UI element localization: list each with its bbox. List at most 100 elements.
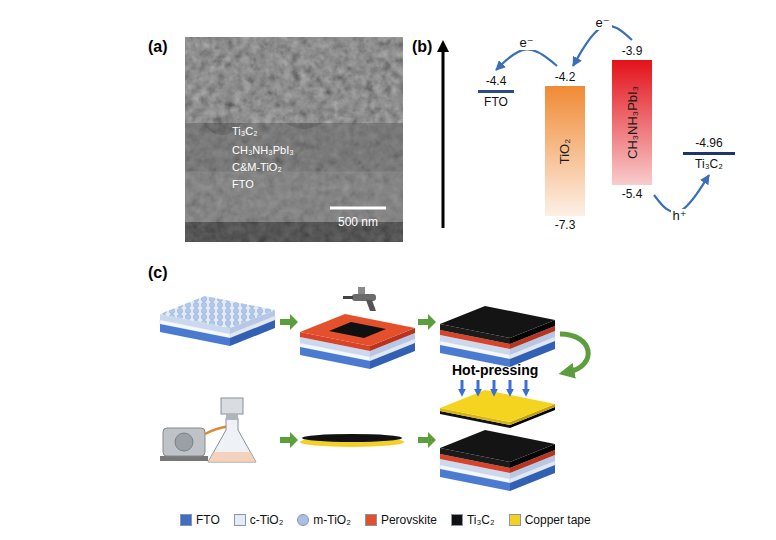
legend-item: c-TiO₂ (234, 513, 284, 527)
layer-label: Ti₃C₂ (232, 125, 257, 138)
filter-flask (208, 418, 256, 462)
gun-handle (366, 300, 376, 311)
perovskite-top (300, 314, 415, 346)
panel-label: (a) (148, 37, 168, 56)
press-arrow (461, 380, 464, 392)
band-label: TiO₂ (557, 138, 572, 164)
ti3c2-spray (329, 322, 386, 338)
carrier-label: e⁻ (594, 16, 612, 30)
legend-swatch (180, 514, 192, 526)
substrate-slab (160, 296, 275, 346)
legend-text: c-TiO₂ (250, 513, 284, 527)
tape-top (440, 390, 555, 422)
press-arrows (462, 380, 526, 392)
spray-gun (343, 287, 376, 311)
gun-cup (358, 287, 365, 294)
carrier-label: h⁺ (671, 209, 689, 223)
process-arrow (418, 314, 436, 330)
perovskite-slab (300, 314, 415, 369)
panel-label-text: (b) (412, 37, 432, 56)
energy-level: -4.4FTO (476, 70, 516, 113)
vacuum-pump (163, 428, 205, 456)
energy-value: -4.2 (555, 70, 576, 84)
process-label: Hot-pressing (452, 362, 538, 379)
energy-value: -5.4 (622, 187, 643, 201)
layer-label-text: FTO (232, 178, 254, 191)
layer-label-text: CH₃NH₃PbI₃ (232, 144, 294, 157)
band-label: CH₃NH₃PbI₃ (625, 86, 640, 159)
carrier-text: e⁻ (596, 16, 610, 30)
connector-group (496, 26, 709, 213)
press-arrow (509, 380, 512, 392)
layer-label-text: Ti₃C₂ (232, 125, 257, 138)
energy-band: -3.9CH₃NH₃PbI₃ -5.4 (610, 40, 654, 205)
interface-line (185, 172, 403, 173)
layer-label: CH₃NH₃PbI₃ (232, 144, 294, 157)
process-arrow (280, 314, 298, 330)
layer-label-text: C&M-TiO₂ (232, 161, 282, 174)
legend-item: Copper tape (509, 513, 591, 527)
pump-base (160, 456, 208, 461)
legend-text: Ti₃C₂ (467, 513, 495, 527)
legend: FTO c-TiO₂ m-TiO₂ Perovskite Ti₃C₂ Copper tap… (180, 513, 591, 527)
funnel-clamp (226, 414, 238, 420)
sem-ground (185, 37, 403, 242)
scale-bar (330, 207, 386, 210)
level-label: FTO (484, 95, 508, 109)
m-tio2-top (160, 296, 275, 328)
gun-nozzle (343, 296, 353, 299)
panel-label: (b) (412, 37, 432, 56)
turn-arrow (560, 334, 588, 372)
legend-swatch (365, 514, 377, 526)
legend-item: FTO (180, 513, 220, 527)
legend-swatch (451, 514, 463, 526)
energy-value: -4.4 (486, 74, 507, 88)
device-stack (440, 430, 555, 491)
process-arrow (280, 432, 298, 448)
panel-label-text: (c) (148, 263, 168, 282)
legend-text: Perovskite (381, 513, 437, 527)
charge-transfer-arrow (496, 49, 557, 70)
legend-item: Perovskite (365, 513, 437, 527)
flask-liquid (208, 452, 256, 462)
level-label: Ti₃C₂ (695, 157, 723, 171)
m-tio2-top (160, 296, 275, 328)
energy-level: -4.96Ti₃C₂ (681, 132, 737, 175)
copper-tape (440, 390, 555, 428)
energy-value: -3.9 (622, 44, 643, 58)
carrier-label: e⁻ (518, 36, 536, 50)
filter-funnel (221, 398, 243, 414)
energy-value: -4.96 (695, 136, 722, 150)
layer-label: FTO (232, 178, 254, 191)
legend-text: FTO (196, 513, 220, 527)
press-arrow (493, 380, 496, 392)
legend-text: Copper tape (525, 513, 591, 527)
charge-transfer-arrow (654, 175, 709, 212)
ti3c2-film (302, 434, 402, 442)
sem-image (185, 37, 403, 242)
ti3c2-region (185, 37, 403, 135)
legend-item: m-TiO₂ (297, 513, 351, 527)
scale-label: 500 nm (338, 215, 378, 229)
carrier-text: h⁺ (673, 209, 687, 223)
level-line (683, 152, 735, 155)
energy-axis (442, 46, 445, 228)
sem-texture (185, 37, 403, 123)
press-arrow (477, 380, 480, 392)
legend-text: m-TiO₂ (313, 513, 351, 527)
panel-label-text: (a) (148, 37, 168, 56)
gun-body (352, 294, 376, 301)
press-arrow (525, 380, 528, 392)
layer-label: C&M-TiO₂ (232, 161, 282, 174)
legend-item: Ti₃C₂ (451, 513, 495, 527)
carrier-text: e⁻ (520, 36, 534, 50)
level-line (478, 90, 514, 93)
sem-texture (185, 37, 403, 242)
vacuum-filtration (160, 398, 256, 462)
energy-value: -7.3 (555, 218, 576, 232)
legend-swatch (509, 514, 521, 526)
